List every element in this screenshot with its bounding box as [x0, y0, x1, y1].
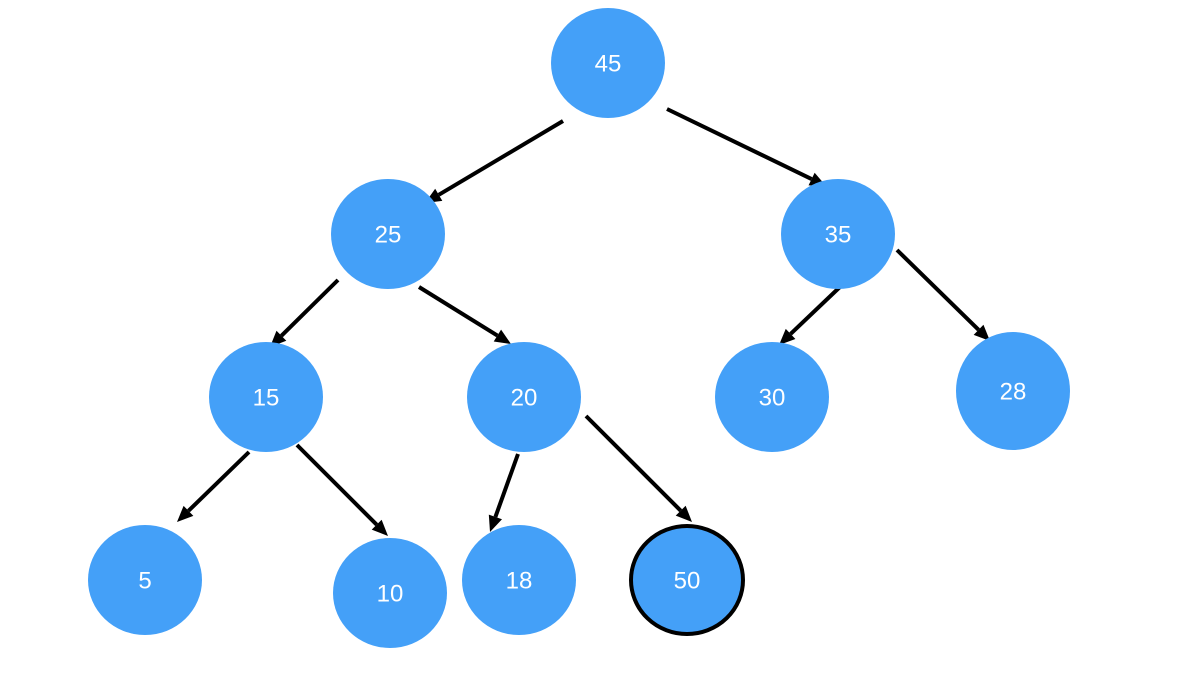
node-label: 50	[674, 568, 701, 595]
node-label: 18	[506, 568, 533, 595]
tree-node-5: 5	[88, 525, 202, 635]
node-label: 10	[377, 581, 404, 608]
node-label: 15	[253, 385, 280, 412]
node-label: 45	[595, 51, 622, 78]
node-circle	[331, 179, 445, 289]
node-circle	[715, 342, 829, 452]
tree-node-25: 25	[331, 179, 445, 289]
edge-line	[895, 248, 980, 332]
edge-15-to-10	[295, 443, 388, 536]
edge-20-to-50	[584, 414, 692, 522]
arrow-head-icon	[488, 514, 502, 532]
edge-line	[295, 443, 379, 527]
tree-node-10: 10	[333, 538, 447, 648]
arrow-head-icon	[675, 505, 692, 522]
tree-node-15: 15	[209, 342, 323, 452]
edge-line	[437, 119, 565, 197]
edge-20-to-18	[488, 453, 520, 532]
edge-45-to-25	[425, 119, 565, 203]
arrow-head-icon	[779, 328, 796, 345]
node-circle	[956, 332, 1070, 450]
edge-45-to-35	[666, 107, 826, 186]
node-label: 35	[825, 222, 852, 249]
node-label: 30	[759, 385, 786, 412]
tree-node-50: 50	[629, 524, 745, 636]
arrow-head-icon	[177, 505, 194, 522]
tree-node-45: 45	[551, 8, 665, 118]
node-label: 5	[138, 568, 151, 595]
edge-line	[493, 453, 520, 518]
node-circle	[551, 8, 665, 118]
node-label: 20	[511, 385, 538, 412]
edge-35-to-28	[895, 248, 990, 341]
node-circle	[467, 342, 581, 452]
nodes-layer: 45 25 35 15 20 30 28 5 10 18 50	[88, 8, 1070, 648]
edge-25-to-15	[270, 278, 340, 347]
edge-line	[279, 278, 340, 338]
edge-line	[789, 283, 844, 336]
tree-node-30: 30	[715, 342, 829, 452]
edge-line	[666, 107, 813, 181]
tree-node-20: 20	[467, 342, 581, 452]
edge-35-to-30	[779, 283, 844, 345]
highlighted-node-circle	[629, 524, 745, 636]
arrow-head-icon	[973, 324, 990, 341]
node-circle	[209, 342, 323, 452]
tree-node-18: 18	[462, 525, 576, 635]
arrow-head-icon	[371, 519, 388, 536]
edges-layer	[177, 107, 990, 536]
tree-node-35: 35	[781, 179, 895, 289]
edge-15-to-5	[177, 450, 251, 522]
edge-line	[417, 285, 499, 338]
node-circle	[462, 525, 576, 635]
node-circle	[781, 179, 895, 289]
arrow-head-icon	[493, 329, 511, 344]
edge-line	[187, 450, 251, 513]
edge-line	[584, 414, 683, 513]
tree-node-28: 28	[956, 332, 1070, 450]
node-label: 28	[1000, 379, 1027, 406]
node-circle	[88, 525, 202, 635]
edge-25-to-20	[417, 285, 511, 344]
node-circle	[333, 538, 447, 648]
node-label: 25	[375, 222, 402, 249]
